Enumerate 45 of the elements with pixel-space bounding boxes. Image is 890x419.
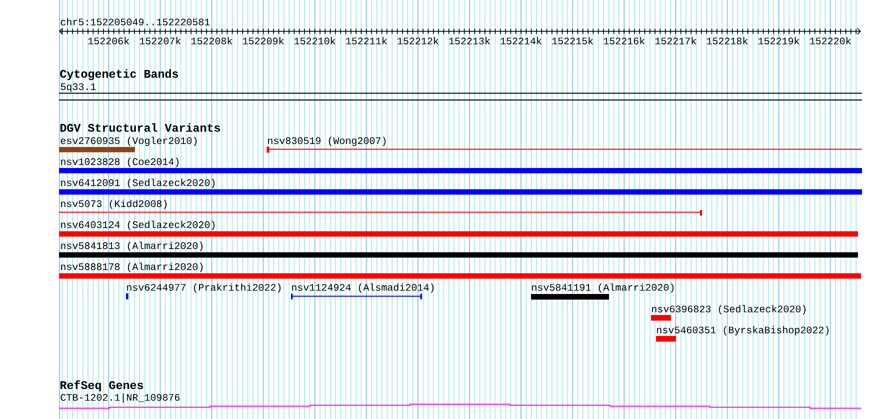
variant-bar: nsv6403124 (Sedlazeck2020) [59, 220, 858, 237]
tick-label: 152210k [294, 37, 336, 44]
tick-label: 152219k [758, 37, 800, 44]
node-label: nsv5888178 (Almarri2020) [61, 262, 203, 272]
node-label: nsv6403124 (Sedlazeck2020) [61, 220, 215, 230]
gene-feature: CTB-1202.1|NR_109876 [58, 393, 862, 409]
node-label: nsv6396823 (Sedlazeck2020) [652, 305, 806, 314]
tick-label: 152217k [655, 37, 696, 44]
tick-label: 152216k [604, 37, 645, 44]
tick-label: 152215k [552, 37, 594, 44]
node-label: nsv830519 (Wong2007) [268, 136, 386, 146]
tick-label: 152218k [706, 37, 748, 44]
tick-label: 152206k [88, 37, 130, 44]
node-label: nsv6412091 (Sedlazeck2020) [61, 178, 215, 188]
node-label: nsv5460351 (ByrskaBishop2022) [657, 326, 829, 336]
variant-bar: nsv6396823 (Sedlazeck2020) [651, 305, 806, 321]
node-label: nsv1124924 (Alsmadi2014) [292, 283, 434, 293]
variant-bar: nsv830519 (Wong2007) [266, 136, 862, 153]
variant-bar: nsv1023828 (Coe2014) [59, 158, 862, 174]
variant-bar: nsv6412091 (Sedlazeck2020) [59, 178, 862, 195]
variant-bar: nsv5073 (Kidd2008) [58, 200, 702, 216]
variant-bar: nsv5841191 (Almarri2020) [531, 283, 674, 300]
node-label: nsv1023828 (Coe2014) [61, 158, 179, 168]
variant-bar: nsv6244977 (Prakrithi2022) [126, 283, 281, 300]
variant-bar: nsv5460351 (ByrskaBishop2022) [656, 326, 829, 342]
variant-bar: nsv5888178 (Almarri2020) [59, 262, 861, 279]
tick-label: 152213k [449, 37, 490, 44]
track-heading: DGV Structural Variants [60, 123, 220, 132]
tick-label: 152212k [398, 37, 438, 44]
location-label: chr5:152205049..152220581 [60, 18, 210, 26]
tick-label: 152209k [243, 37, 284, 44]
node-label: esv2760935 (Vogler2010) [60, 136, 197, 146]
tick-label: 152211k [346, 37, 387, 44]
tick-label: 152208k [191, 37, 232, 44]
variant-bar: esv2760935 (Vogler2010) [59, 136, 197, 152]
cytoband-bar: 5q33.1 [58, 83, 862, 100]
node-label: nsv5841813 (Almarri2020) [61, 242, 203, 252]
node-label: nsv5841191 (Almarri2020) [532, 283, 674, 293]
tick-label: 152214k [500, 37, 542, 44]
variant-bar: nsv5841813 (Almarri2020) [59, 242, 858, 258]
node-label: nsv6244977 (Prakrithi2022) [127, 283, 281, 293]
variant-bar: nsv1124924 (Alsmadi2014) [290, 283, 434, 300]
tick-label: 152207k [140, 37, 181, 44]
tick-label: 152220k [810, 37, 851, 44]
node-label: nsv5073 (Kidd2008) [61, 200, 167, 210]
